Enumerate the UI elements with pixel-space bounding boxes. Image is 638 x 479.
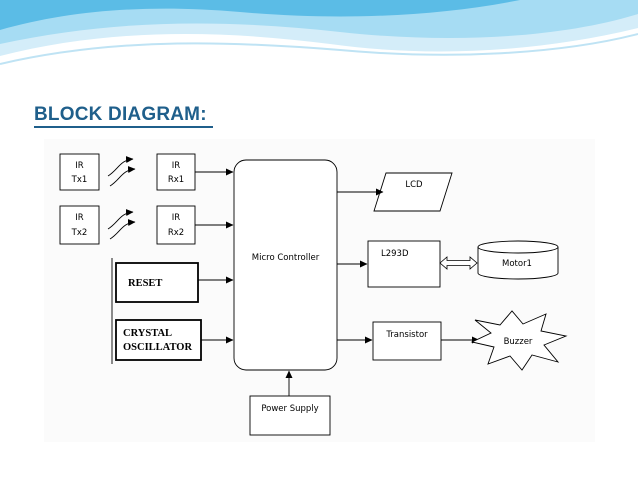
micro-controller-block: Micro Controller (233, 159, 338, 371)
transistor-label: Transistor (385, 330, 428, 340)
mcu-input-arrows (195, 168, 234, 344)
ir-tx2-label-line2: Tx2 (71, 228, 88, 238)
power-supply-block: Power Supply (249, 395, 331, 436)
crystal-label-line1: CRYSTAL (123, 328, 172, 339)
ir-rx1-label-line2: Rx1 (168, 175, 184, 185)
ir-rx1-block: IR Rx1 (156, 153, 196, 191)
motor-link-arrow (439, 256, 478, 270)
lcd-label: LCD (405, 180, 423, 190)
ir-tx2-label-line1: IR (75, 213, 84, 223)
lcd-block: LCD (373, 172, 453, 212)
header-wave-mid (0, 0, 638, 44)
title-underline (34, 126, 213, 128)
ir-rx2-block: IR Rx2 (156, 205, 196, 245)
power-supply-label: Power Supply (261, 404, 318, 414)
ir-tx1-label-line1: IR (75, 161, 84, 171)
ir-signal-2 (107, 209, 136, 240)
ir-tx2-block: IR Tx2 (59, 205, 100, 245)
ir-rx2-label-line1: IR (172, 213, 181, 223)
l293d-block: L293D (367, 240, 441, 288)
buzzer-block: Buzzer (470, 310, 568, 371)
transistor-block: Transistor (372, 321, 442, 361)
l293d-label: L293D (381, 249, 409, 259)
ir-tx1-block: IR Tx1 (59, 153, 100, 191)
micro-controller-label: Micro Controller (252, 253, 320, 263)
reset-block: RESET (115, 262, 199, 303)
header-wave-dark (0, 0, 520, 30)
motor1-label: Motor1 (502, 259, 532, 269)
ir-rx1-label-line1: IR (172, 161, 181, 171)
motor1-block: Motor1 (477, 240, 559, 280)
reset-label: RESET (128, 278, 162, 289)
slide-title: BLOCK DIAGRAM: (34, 104, 207, 125)
crystal-label-line2: OSCILLATOR (123, 342, 192, 353)
buzzer-label: Buzzer (504, 337, 533, 347)
ir-rx2-label-line2: Rx2 (168, 228, 184, 238)
ir-tx1-label-line2: Tx1 (71, 175, 88, 185)
ir-signal-1 (107, 156, 136, 187)
header-wave-line (0, 33, 638, 65)
crystal-oscillator-block: CRYSTAL OSCILLATOR (115, 319, 202, 361)
